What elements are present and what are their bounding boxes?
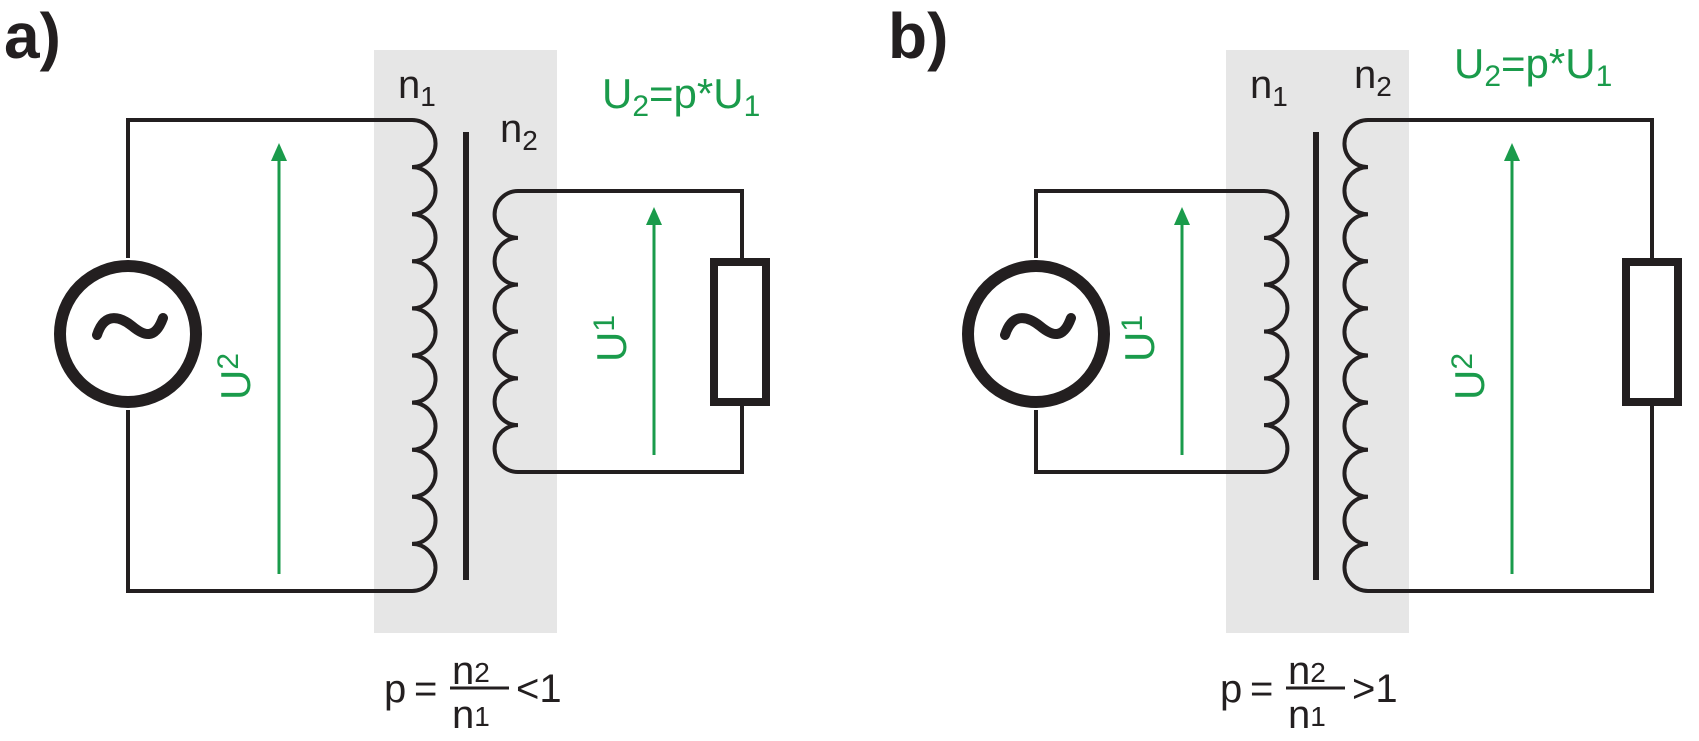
formula-eq: =	[414, 667, 437, 711]
secondary-voltage-label: U1	[588, 315, 635, 362]
n2-label: n2	[500, 107, 538, 156]
load-resistor	[1622, 258, 1682, 406]
formula-denominator: n1	[452, 693, 490, 737]
n2-label: n2	[1354, 53, 1392, 102]
voltage-relation: U2=p*U1	[602, 70, 760, 123]
primary-voltage-label: U2	[212, 353, 259, 400]
primary-coil	[1263, 189, 1290, 474]
turns-ratio-formula: p = n2 n1 <1	[384, 649, 562, 737]
sine-wave-icon	[1000, 313, 1076, 340]
ac-source	[962, 260, 1110, 408]
primary-wire	[1034, 189, 1264, 474]
sine-wave-icon	[92, 313, 168, 340]
primary-coil	[411, 118, 438, 593]
voltage-relation: U2=p*U1	[1454, 40, 1612, 93]
panel-b-label: b)	[888, 0, 948, 72]
formula-p: p	[384, 667, 406, 711]
formula-numerator: n2	[452, 649, 490, 693]
n1-label: n1	[1250, 63, 1288, 112]
formula-comparison: >1	[1352, 667, 1398, 711]
formula-denominator: n1	[1288, 693, 1326, 737]
secondary-wire	[1368, 118, 1654, 593]
load-resistor	[710, 258, 770, 406]
formula-numerator: n2	[1288, 649, 1326, 693]
formula-p: p	[1220, 667, 1242, 711]
panel-a: a) n1 n2 U2=p*U1 U2 U1	[4, 0, 770, 737]
ac-source	[54, 260, 202, 408]
primary-wire	[126, 118, 412, 593]
secondary-coil	[492, 189, 519, 474]
primary-voltage-arrow	[271, 143, 287, 574]
formula-eq: =	[1250, 667, 1273, 711]
secondary-wire	[518, 189, 744, 474]
primary-voltage-label: U1	[1116, 315, 1163, 362]
panel-b: b) n1 n2 U2=p*U1 U1 U2 p	[888, 0, 1682, 737]
primary-voltage-arrow	[1174, 207, 1190, 455]
secondary-coil	[1342, 118, 1369, 593]
panel-a-label: a)	[4, 0, 61, 72]
secondary-voltage-arrow	[646, 207, 662, 455]
turns-ratio-formula: p = n2 n1 >1	[1220, 649, 1398, 737]
secondary-voltage-label: U2	[1446, 353, 1493, 400]
n1-label: n1	[398, 63, 436, 112]
secondary-voltage-arrow	[1504, 143, 1520, 574]
formula-comparison: <1	[516, 667, 562, 711]
